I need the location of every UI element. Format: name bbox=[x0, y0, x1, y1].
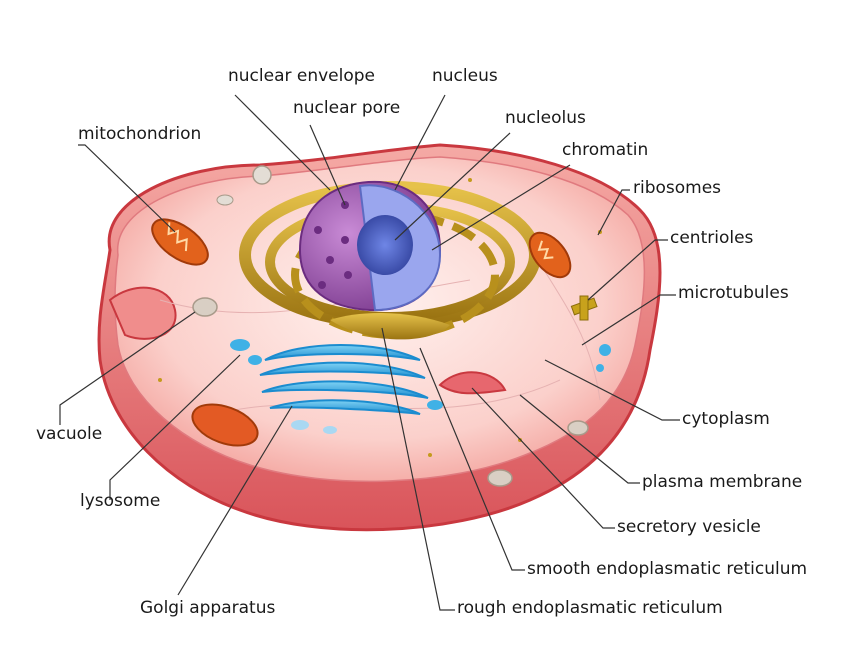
label-lysosome: lysosome bbox=[80, 491, 161, 511]
leader-rough-er bbox=[381, 327, 455, 611]
leader-chromatin bbox=[431, 164, 571, 251]
leader-nuclear-envelope bbox=[234, 94, 331, 191]
leader-nuclear-pore bbox=[309, 124, 346, 206]
leader-mitochondrion bbox=[78, 144, 176, 233]
label-nucleolus: nucleolus bbox=[505, 108, 586, 128]
small-organelles bbox=[158, 165, 611, 487]
label-golgi-apparatus: Golgi apparatus bbox=[140, 598, 276, 618]
leader-nucleus bbox=[394, 94, 446, 191]
label-chromatin: chromatin bbox=[562, 140, 649, 160]
label-ribosomes: ribosomes bbox=[633, 178, 722, 198]
label-vacuole: vacuole bbox=[36, 424, 103, 444]
label-nucleus: nucleus bbox=[432, 66, 498, 86]
leader-plasma-membrane bbox=[519, 394, 640, 484]
mitochondria-shapes bbox=[151, 218, 572, 447]
label-mitochondrion: mitochondrion bbox=[78, 124, 202, 144]
leader-ribosomes bbox=[597, 189, 630, 236]
label-nuclear-envelope: nuclear envelope bbox=[228, 66, 376, 86]
label-centrioles: centrioles bbox=[670, 228, 754, 248]
leader-smooth-er bbox=[419, 347, 525, 571]
leader-lysosome bbox=[109, 354, 241, 500]
label-plasma-membrane: plasma membrane bbox=[642, 472, 803, 492]
leader-secretory-vesicle bbox=[471, 387, 615, 529]
leader-golgi bbox=[177, 405, 293, 596]
label-cytoplasm: cytoplasm bbox=[682, 409, 770, 429]
leader-nucleolus bbox=[394, 132, 511, 241]
golgi-shape bbox=[230, 339, 443, 434]
label-secretory-vesicle: secretory vesicle bbox=[617, 517, 761, 537]
label-nuclear-pore: nuclear pore bbox=[293, 98, 401, 118]
leader-lines bbox=[59, 94, 680, 611]
label-rough-er: rough endoplasmatic reticulum bbox=[457, 598, 723, 618]
leader-centrioles bbox=[587, 239, 668, 301]
leader-microtubules bbox=[581, 294, 676, 346]
leader-cytoplasm bbox=[544, 359, 680, 421]
label-smooth-er: smooth endoplasmatic reticulum bbox=[527, 559, 808, 579]
label-microtubules: microtubules bbox=[678, 283, 789, 303]
nucleus-shape bbox=[298, 180, 442, 312]
leader-vacuole bbox=[59, 311, 196, 425]
